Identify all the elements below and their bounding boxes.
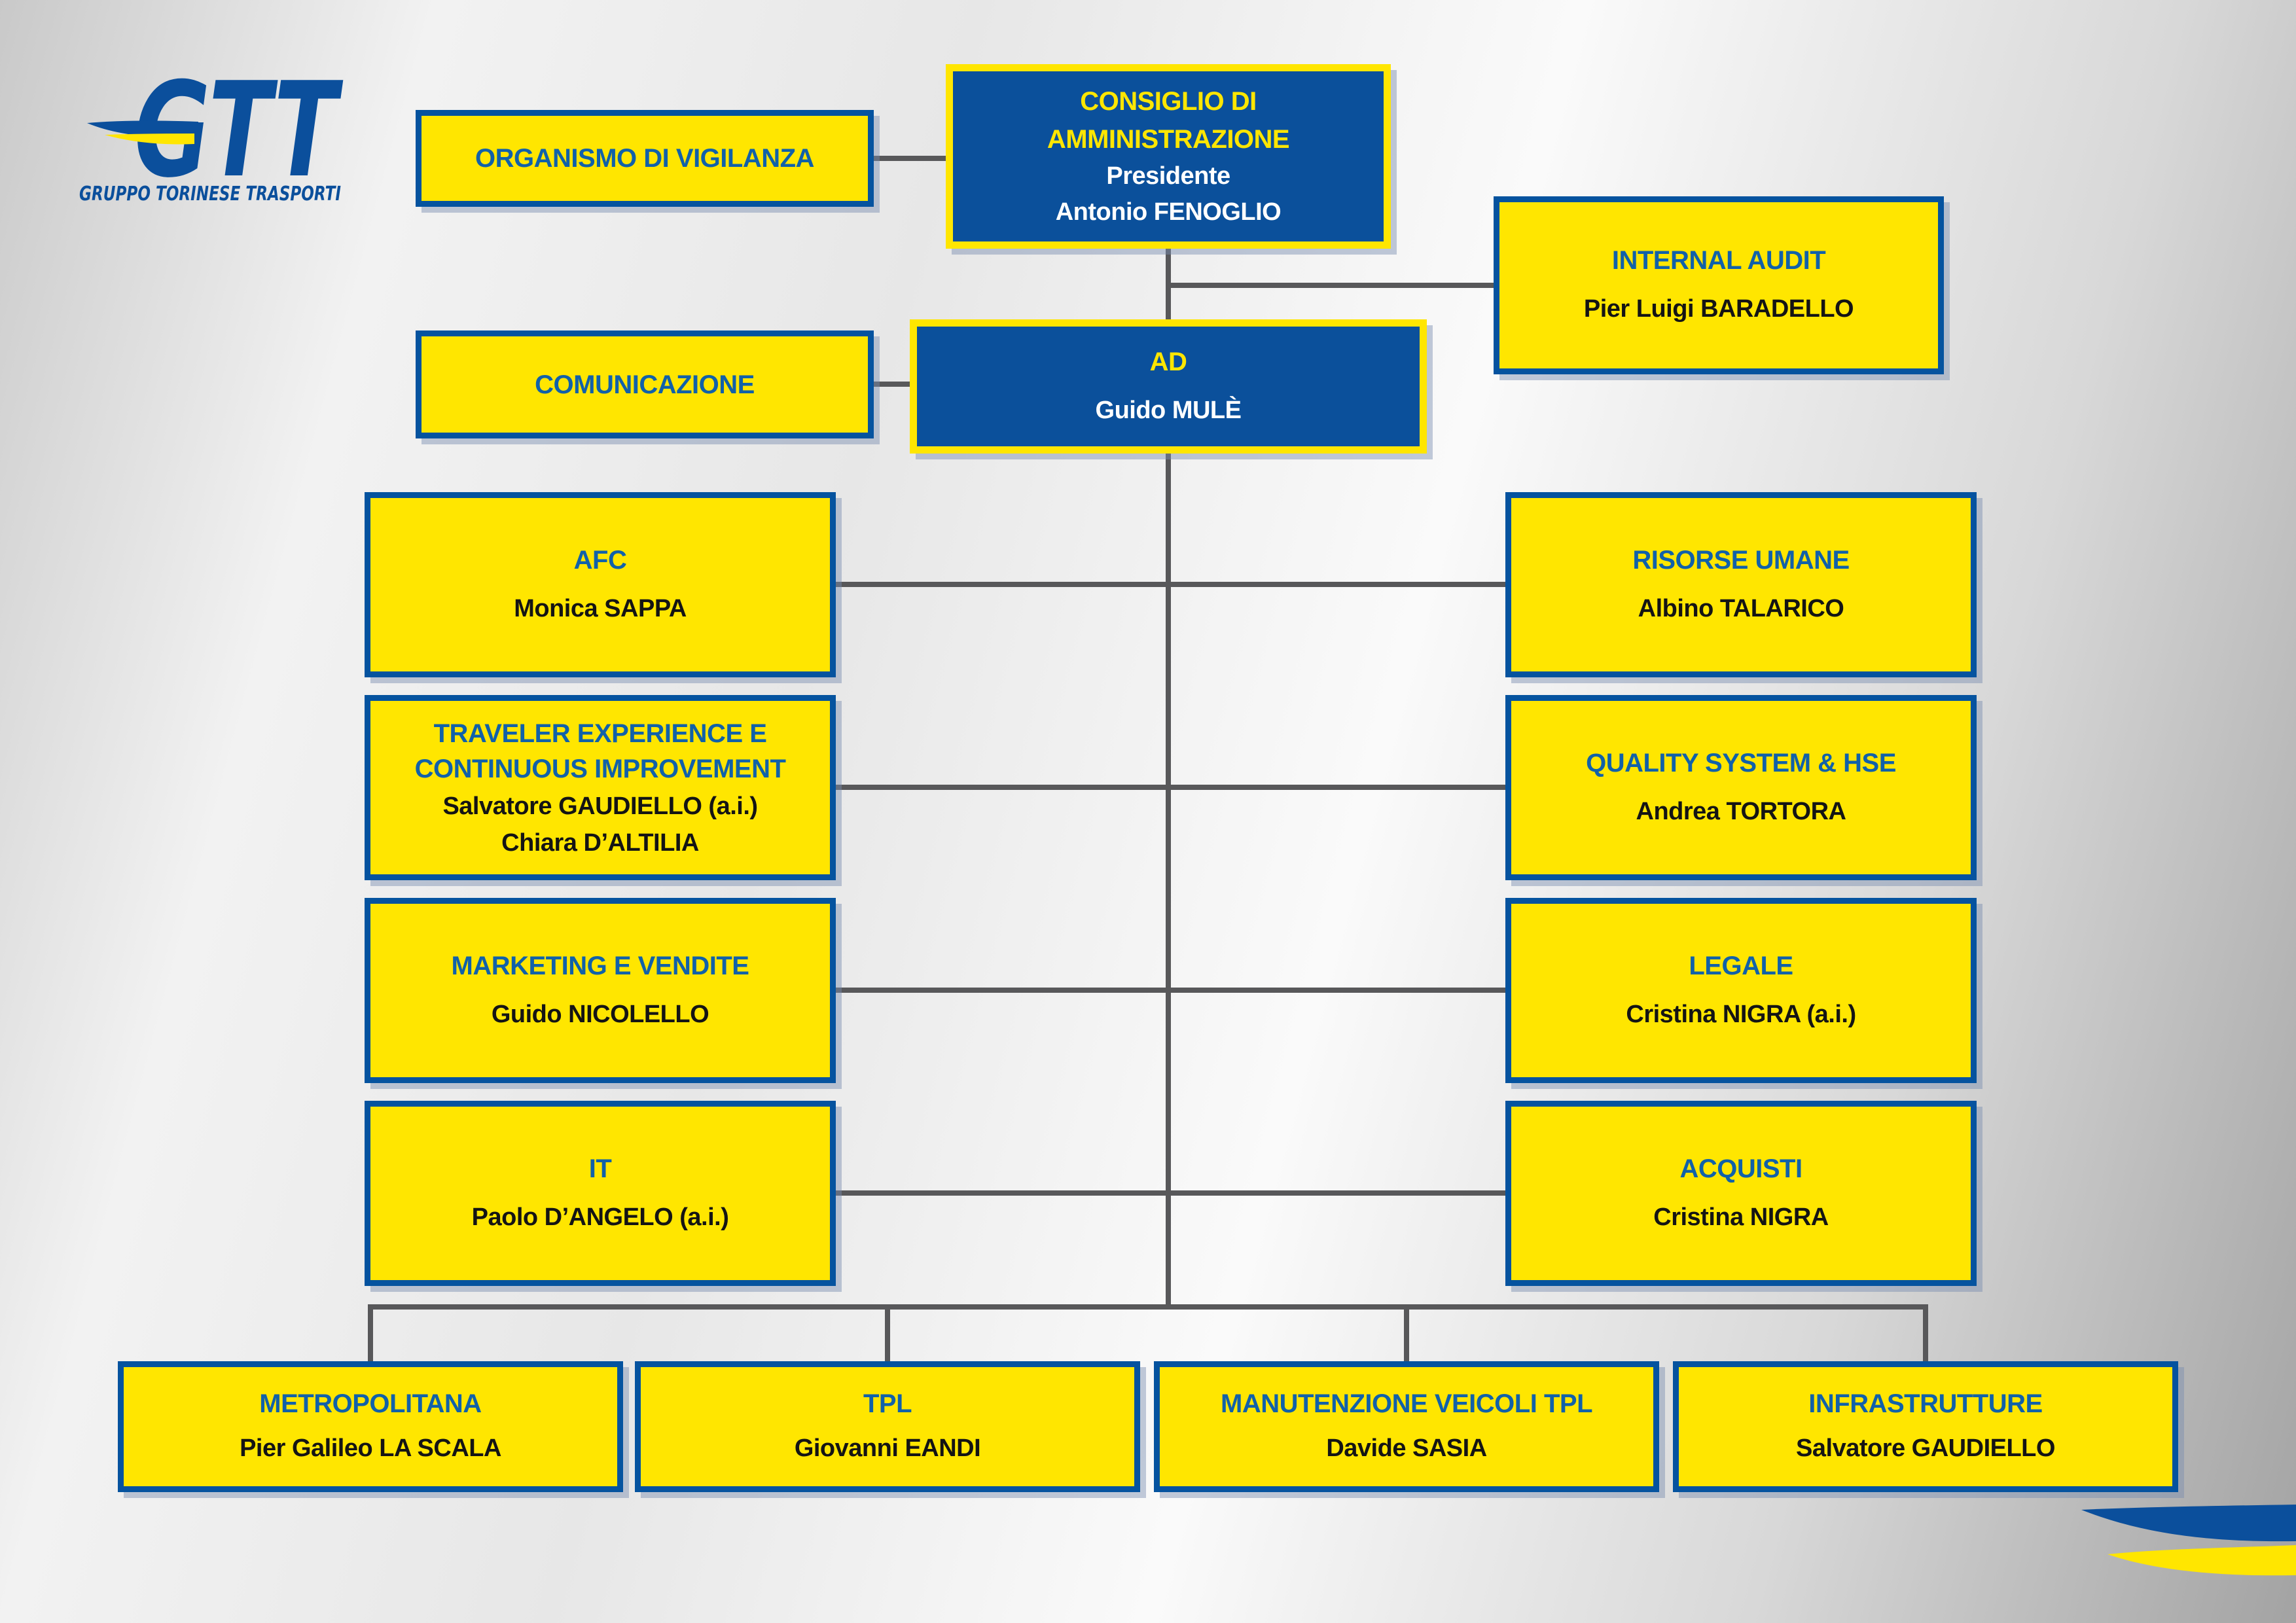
node-title: AFC (573, 545, 627, 575)
connector-drop-tpl (885, 1310, 890, 1361)
connector-row-afc-risorse (836, 582, 1505, 587)
connector-internal-audit (1168, 283, 1494, 288)
node-marketing-e-vendite: MARKETING E VENDITE Guido NICOLELLO (365, 898, 836, 1083)
connector-comunicazione-ad (874, 382, 911, 387)
node-person-name: Paolo D’ANGELO (a.i.) (471, 1203, 729, 1231)
connector-row-traveler-quality (836, 785, 1505, 790)
node-title: TRAVELER EXPERIENCE E CONTINUOUS IMPROVE… (414, 719, 786, 784)
node-comunicazione: COMUNICAZIONE (416, 330, 874, 438)
node-quality-system-hse: QUALITY SYSTEM & HSE Andrea TORTORA (1505, 695, 1977, 880)
connector-drop-manutenzione (1404, 1310, 1409, 1361)
logo-swoosh-yellow-icon (105, 134, 194, 145)
node-ad: AD Guido MULÈ (910, 319, 1427, 454)
node-title: LEGALE (1689, 951, 1793, 980)
node-title: INTERNAL AUDIT (1611, 246, 1826, 276)
node-title: QUALITY SYSTEM & HSE (1586, 748, 1896, 777)
node-tpl: TPL Giovanni EANDI (635, 1361, 1140, 1492)
connector-drop-metropolitana (368, 1310, 373, 1361)
node-consiglio-di-amministrazione: CONSIGLIO DI AMMINISTRAZIONE Presidente … (946, 64, 1391, 249)
gtt-logo: GTT GRUPPO TORINESE TRASPORTI (79, 54, 344, 207)
node-title: TPL (863, 1389, 912, 1419)
node-person-name: Giovanni EANDI (794, 1435, 981, 1463)
node-person-name: Antonio FENOGLIO (1055, 198, 1282, 226)
node-metropolitana: METROPOLITANA Pier Galileo LA SCALA (118, 1361, 623, 1492)
connector-organismo-consiglio (874, 156, 947, 161)
node-title: COMUNICAZIONE (535, 370, 755, 399)
connector-bottom-bus (368, 1304, 1928, 1310)
node-manutenzione-veicoli-tpl: MANUTENZIONE VEICOLI TPL Davide SASIA (1154, 1361, 1659, 1492)
node-title: ACQUISTI (1679, 1154, 1803, 1183)
node-afc: AFC Monica SAPPA (365, 492, 836, 677)
node-title: ORGANISMO DI VIGILANZA (475, 144, 814, 173)
node-organismo-di-vigilanza: ORGANISMO DI VIGILANZA (416, 110, 874, 207)
corner-swoosh-blue-icon (2081, 1505, 2296, 1542)
node-person-name: Salvatore GAUDIELLO (1796, 1435, 2055, 1463)
node-title-line2: AMMINISTRAZIONE (1047, 124, 1290, 154)
node-it: IT Paolo D’ANGELO (a.i.) (365, 1101, 836, 1286)
node-risorse-umane: RISORSE UMANE Albino TALARICO (1505, 492, 1977, 677)
node-infrastrutture: INFRASTRUTTURE Salvatore GAUDIELLO (1673, 1361, 2178, 1492)
node-title: AD (1149, 347, 1187, 376)
node-person-name: Cristina NIGRA (a.i.) (1626, 1000, 1856, 1028)
node-person-name: Monica SAPPA (514, 594, 687, 622)
node-traveler-experience: TRAVELER EXPERIENCE E CONTINUOUS IMPROVE… (365, 695, 836, 880)
node-person-name: Cristina NIGRA (1653, 1203, 1829, 1231)
node-role: Presidente (1106, 162, 1230, 190)
node-person-name: Guido MULÈ (1095, 396, 1242, 424)
node-internal-audit: INTERNAL AUDIT Pier Luigi BARADELLO (1494, 196, 1944, 374)
gtt-logo-tagline: GRUPPO TORINESE TRASPORTI (79, 183, 341, 205)
node-title: RISORSE UMANE (1632, 545, 1850, 575)
node-acquisti: ACQUISTI Cristina NIGRA (1505, 1101, 1977, 1286)
node-person-name: Salvatore GAUDIELLO (a.i.) (442, 793, 758, 821)
connector-row-it-acquisti (836, 1190, 1505, 1196)
connector-row-marketing-legale (836, 988, 1505, 993)
node-person-name: Albino TALARICO (1638, 594, 1844, 622)
corner-swoosh-icon (2081, 1505, 2296, 1576)
node-title: MANUTENZIONE VEICOLI TPL (1221, 1389, 1593, 1419)
corner-swoosh-yellow-icon (2108, 1545, 2296, 1576)
node-person-name: Andrea TORTORA (1636, 797, 1846, 825)
node-person-name: Davide SASIA (1326, 1435, 1487, 1463)
node-title: IT (588, 1154, 612, 1183)
node-person-name: Pier Luigi BARADELLO (1583, 295, 1854, 323)
node-title: MARKETING E VENDITE (451, 951, 749, 980)
node-legale: LEGALE Cristina NIGRA (a.i.) (1505, 898, 1977, 1083)
connector-spine (1166, 452, 1171, 1307)
node-title-line1: CONSIGLIO DI (1080, 86, 1257, 116)
node-person-name: Pier Galileo LA SCALA (240, 1435, 501, 1463)
logo-swoosh-blue-icon (87, 120, 198, 138)
node-title: INFRASTRUTTURE (1808, 1389, 2043, 1419)
connector-drop-infrastrutture (1923, 1310, 1928, 1361)
node-person-name-2: Chiara D’ALTILIA (501, 829, 699, 857)
node-person-name: Guido NICOLELLO (491, 1000, 709, 1028)
node-title: METROPOLITANA (259, 1389, 482, 1419)
